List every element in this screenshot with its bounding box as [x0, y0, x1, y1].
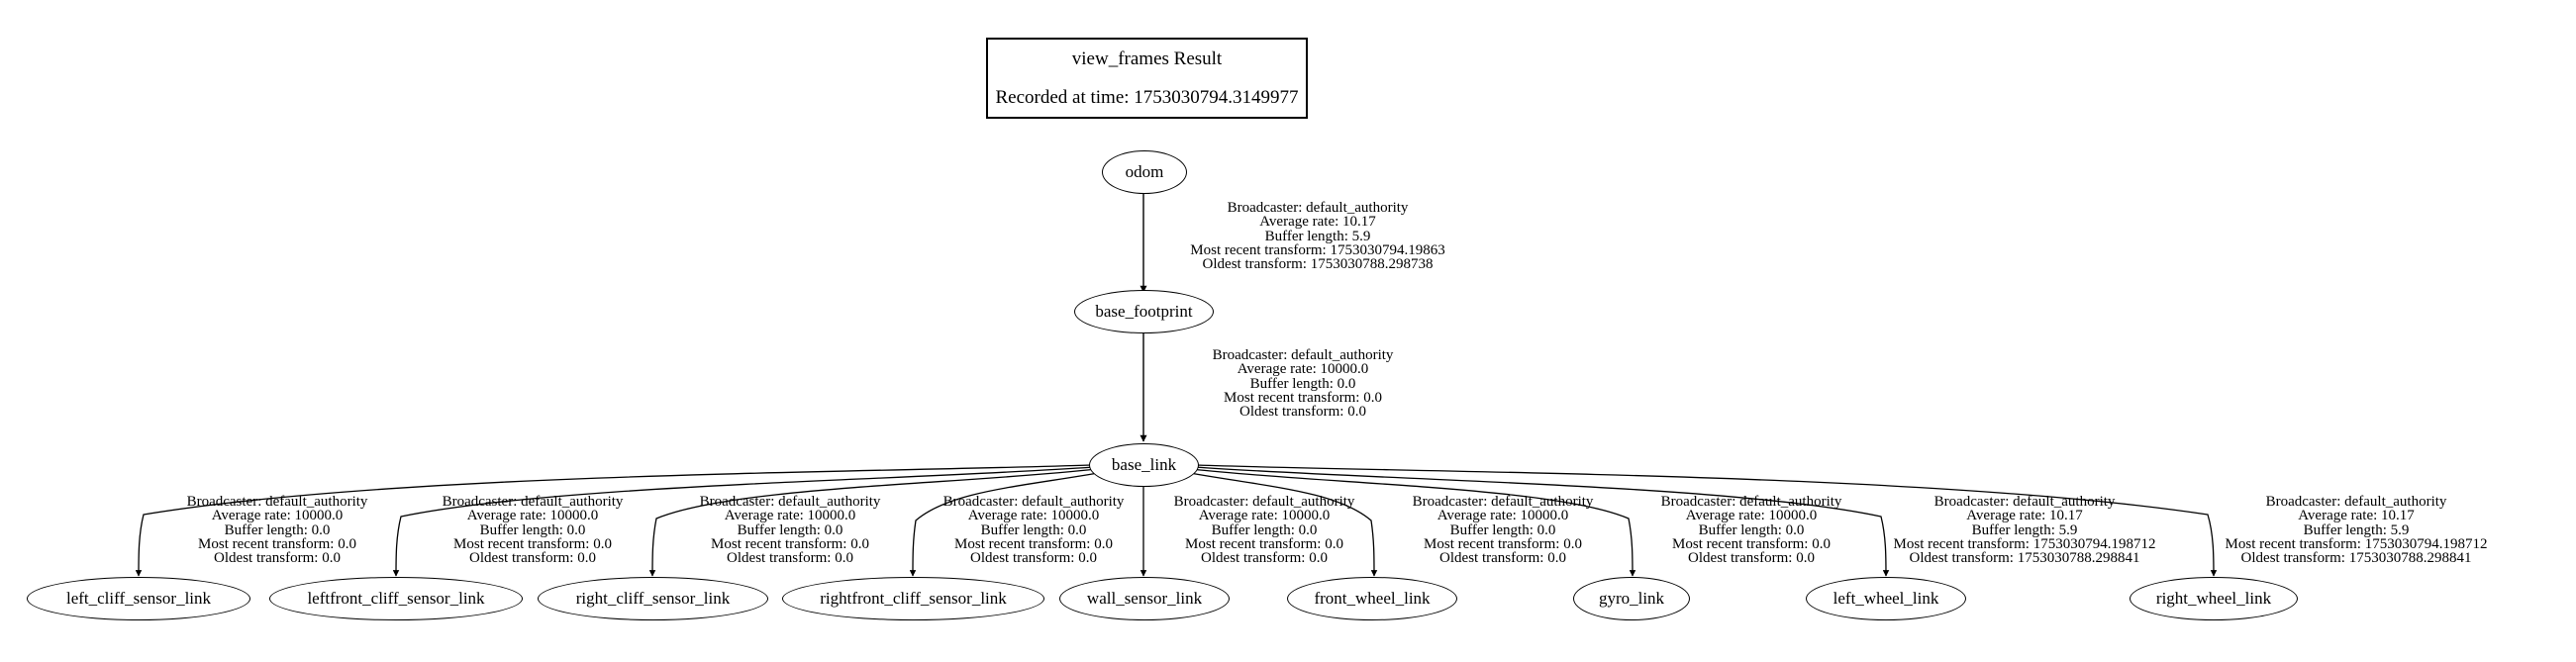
node-front_wheel_link-label: front_wheel_link: [1314, 589, 1431, 608]
node-rightfront_cliff_sensor_link-label: rightfront_cliff_sensor_link: [820, 589, 1007, 608]
edge-label-base_link-front_wheel_link: Broadcaster: default_authority Average r…: [1390, 494, 1616, 567]
edge-average-rate: Average rate: 10000.0: [1237, 361, 1369, 378]
title-box: view_frames Result Recorded at time: 175…: [986, 38, 1308, 119]
edge-oldest-transform: Oldest transform: 0.0: [1239, 404, 1366, 421]
edge-oldest-transform: Oldest transform: 0.0: [1439, 550, 1566, 567]
edge-most-recent-transform: Most recent transform: 0.0: [198, 535, 356, 552]
edge-broadcaster: Broadcaster: default_authority: [1412, 494, 1594, 510]
edge-label-base_link-rightfront_cliff_sensor_link: Broadcaster: default_authority Average r…: [921, 494, 1146, 567]
edge-buffer-length: Buffer length: 5.9: [2303, 521, 2410, 538]
node-base_link-label: base_link: [1111, 455, 1177, 474]
edge-label-base_link-right_cliff_sensor_link: Broadcaster: default_authority Average r…: [677, 494, 903, 567]
node-left_cliff_sensor_link-label: left_cliff_sensor_link: [65, 589, 212, 608]
edge-label-base_footprint-base_link: Broadcaster: default_authority Average r…: [1149, 347, 1456, 421]
edge-label-base_link-wall_sensor_link: Broadcaster: default_authority Average r…: [1151, 494, 1377, 567]
node-gyro_link-label: gyro_link: [1598, 589, 1665, 608]
edge-buffer-length: Buffer length: 0.0: [224, 521, 331, 538]
edge-buffer-length: Buffer length: 0.0: [737, 521, 843, 538]
edge-broadcaster: Broadcaster: default_authority: [1212, 347, 1394, 363]
edge-buffer-length: Buffer length: 0.0: [1698, 521, 1805, 538]
edge-oldest-transform: Oldest transform: 1753030788.298841: [2240, 550, 2472, 567]
edge-broadcaster: Broadcaster: default_authority: [442, 494, 624, 510]
node-left_wheel_link[interactable]: left_wheel_link: [1806, 577, 1966, 620]
edge-average-rate: Average rate: 10.17: [1966, 508, 2083, 524]
node-rightfront_cliff_sensor_link[interactable]: rightfront_cliff_sensor_link: [782, 577, 1044, 620]
node-right_cliff_sensor_link[interactable]: right_cliff_sensor_link: [538, 577, 768, 620]
node-odom[interactable]: odom: [1102, 150, 1187, 194]
edge-average-rate: Average rate: 10000.0: [466, 508, 599, 524]
edge-buffer-length: Buffer length: 0.0: [1449, 521, 1556, 538]
node-wall_sensor_link-label: wall_sensor_link: [1086, 589, 1203, 608]
edge-oldest-transform: Oldest transform: 0.0: [970, 550, 1097, 567]
edge-most-recent-transform: Most recent transform: 0.0: [1424, 535, 1582, 552]
edge-buffer-length: Buffer length: 5.9: [1971, 521, 2078, 538]
edge-broadcaster: Broadcaster: default_authority: [2265, 494, 2447, 510]
node-right_wheel_link[interactable]: right_wheel_link: [2130, 577, 2298, 620]
edge-label-base_link-right_wheel_link: Broadcaster: default_authority Average r…: [2218, 494, 2495, 567]
node-base_footprint[interactable]: base_footprint: [1074, 290, 1214, 333]
edge-most-recent-transform: Most recent transform: 0.0: [1672, 535, 1831, 552]
edge-average-rate: Average rate: 10000.0: [1437, 508, 1569, 524]
edge-oldest-transform: Oldest transform: 0.0: [1201, 550, 1328, 567]
edge-broadcaster: Broadcaster: default_authority: [186, 494, 368, 510]
node-leftfront_cliff_sensor_link-label: leftfront_cliff_sensor_link: [307, 589, 485, 608]
edge-oldest-transform: Oldest transform: 1753030788.298738: [1202, 256, 1434, 273]
edge-broadcaster: Broadcaster: default_authority: [1227, 200, 1409, 216]
node-wall_sensor_link[interactable]: wall_sensor_link: [1059, 577, 1230, 620]
edge-label-odom-base_footprint: Broadcaster: default_authority Average r…: [1149, 200, 1486, 273]
edge-broadcaster: Broadcaster: default_authority: [1173, 494, 1355, 510]
edge-average-rate: Average rate: 10000.0: [1685, 508, 1818, 524]
edge-broadcaster: Broadcaster: default_authority: [1660, 494, 1842, 510]
node-right_cliff_sensor_link-label: right_cliff_sensor_link: [575, 589, 731, 608]
edge-buffer-length: Buffer length: 5.9: [1264, 228, 1371, 244]
node-left_wheel_link-label: left_wheel_link: [1833, 589, 1939, 608]
edge-average-rate: Average rate: 10000.0: [967, 508, 1100, 524]
edge-most-recent-transform: Most recent transform: 1753030794.19863: [1190, 241, 1445, 258]
edge-average-rate: Average rate: 10000.0: [724, 508, 856, 524]
edge-average-rate: Average rate: 10.17: [2298, 508, 2415, 524]
edge-most-recent-transform: Most recent transform: 0.0: [1224, 389, 1382, 406]
edge-oldest-transform: Oldest transform: 0.0: [214, 550, 341, 567]
edge-label-base_link-left_wheel_link: Broadcaster: default_authority Average r…: [1886, 494, 2163, 567]
edge-label-base_link-leftfront_cliff_sensor_link: Broadcaster: default_authority Average r…: [420, 494, 645, 567]
edge-most-recent-transform: Most recent transform: 1753030794.198712: [2225, 535, 2488, 552]
node-base_link[interactable]: base_link: [1089, 443, 1199, 487]
edge-oldest-transform: Oldest transform: 0.0: [1688, 550, 1815, 567]
edge-label-base_link-left_cliff_sensor_link: Broadcaster: default_authority Average r…: [164, 494, 390, 567]
edge-oldest-transform: Oldest transform: 1753030788.298841: [1909, 550, 2140, 567]
title-heading: view_frames Result: [1071, 48, 1223, 69]
node-right_wheel_link-label: right_wheel_link: [2155, 589, 2272, 608]
edge-buffer-length: Buffer length: 0.0: [479, 521, 586, 538]
edge-average-rate: Average rate: 10.17: [1259, 214, 1376, 231]
node-left_cliff_sensor_link[interactable]: left_cliff_sensor_link: [27, 577, 250, 620]
node-base_footprint-label: base_footprint: [1095, 302, 1193, 321]
edge-buffer-length: Buffer length: 0.0: [980, 521, 1087, 538]
edge-broadcaster: Broadcaster: default_authority: [942, 494, 1125, 510]
node-gyro_link[interactable]: gyro_link: [1573, 577, 1690, 620]
edge-most-recent-transform: Most recent transform: 1753030794.198712: [1893, 535, 2156, 552]
edge-most-recent-transform: Most recent transform: 0.0: [453, 535, 612, 552]
edge-broadcaster: Broadcaster: default_authority: [699, 494, 881, 510]
edge-average-rate: Average rate: 10000.0: [211, 508, 344, 524]
edge-most-recent-transform: Most recent transform: 0.0: [954, 535, 1113, 552]
node-leftfront_cliff_sensor_link[interactable]: leftfront_cliff_sensor_link: [269, 577, 523, 620]
edge-label-base_link-gyro_link: Broadcaster: default_authority Average r…: [1638, 494, 1864, 567]
node-odom-label: odom: [1125, 162, 1164, 181]
edge-oldest-transform: Oldest transform: 0.0: [727, 550, 853, 567]
edge-buffer-length: Buffer length: 0.0: [1211, 521, 1318, 538]
edge-buffer-length: Buffer length: 0.0: [1249, 375, 1356, 392]
edge-average-rate: Average rate: 10000.0: [1198, 508, 1331, 524]
edge-broadcaster: Broadcaster: default_authority: [1933, 494, 2116, 510]
edge-most-recent-transform: Most recent transform: 0.0: [711, 535, 869, 552]
edge-oldest-transform: Oldest transform: 0.0: [469, 550, 596, 567]
edge-most-recent-transform: Most recent transform: 0.0: [1185, 535, 1343, 552]
title-timestamp: Recorded at time: 1753030794.3149977: [995, 87, 1299, 108]
node-front_wheel_link[interactable]: front_wheel_link: [1287, 577, 1457, 620]
